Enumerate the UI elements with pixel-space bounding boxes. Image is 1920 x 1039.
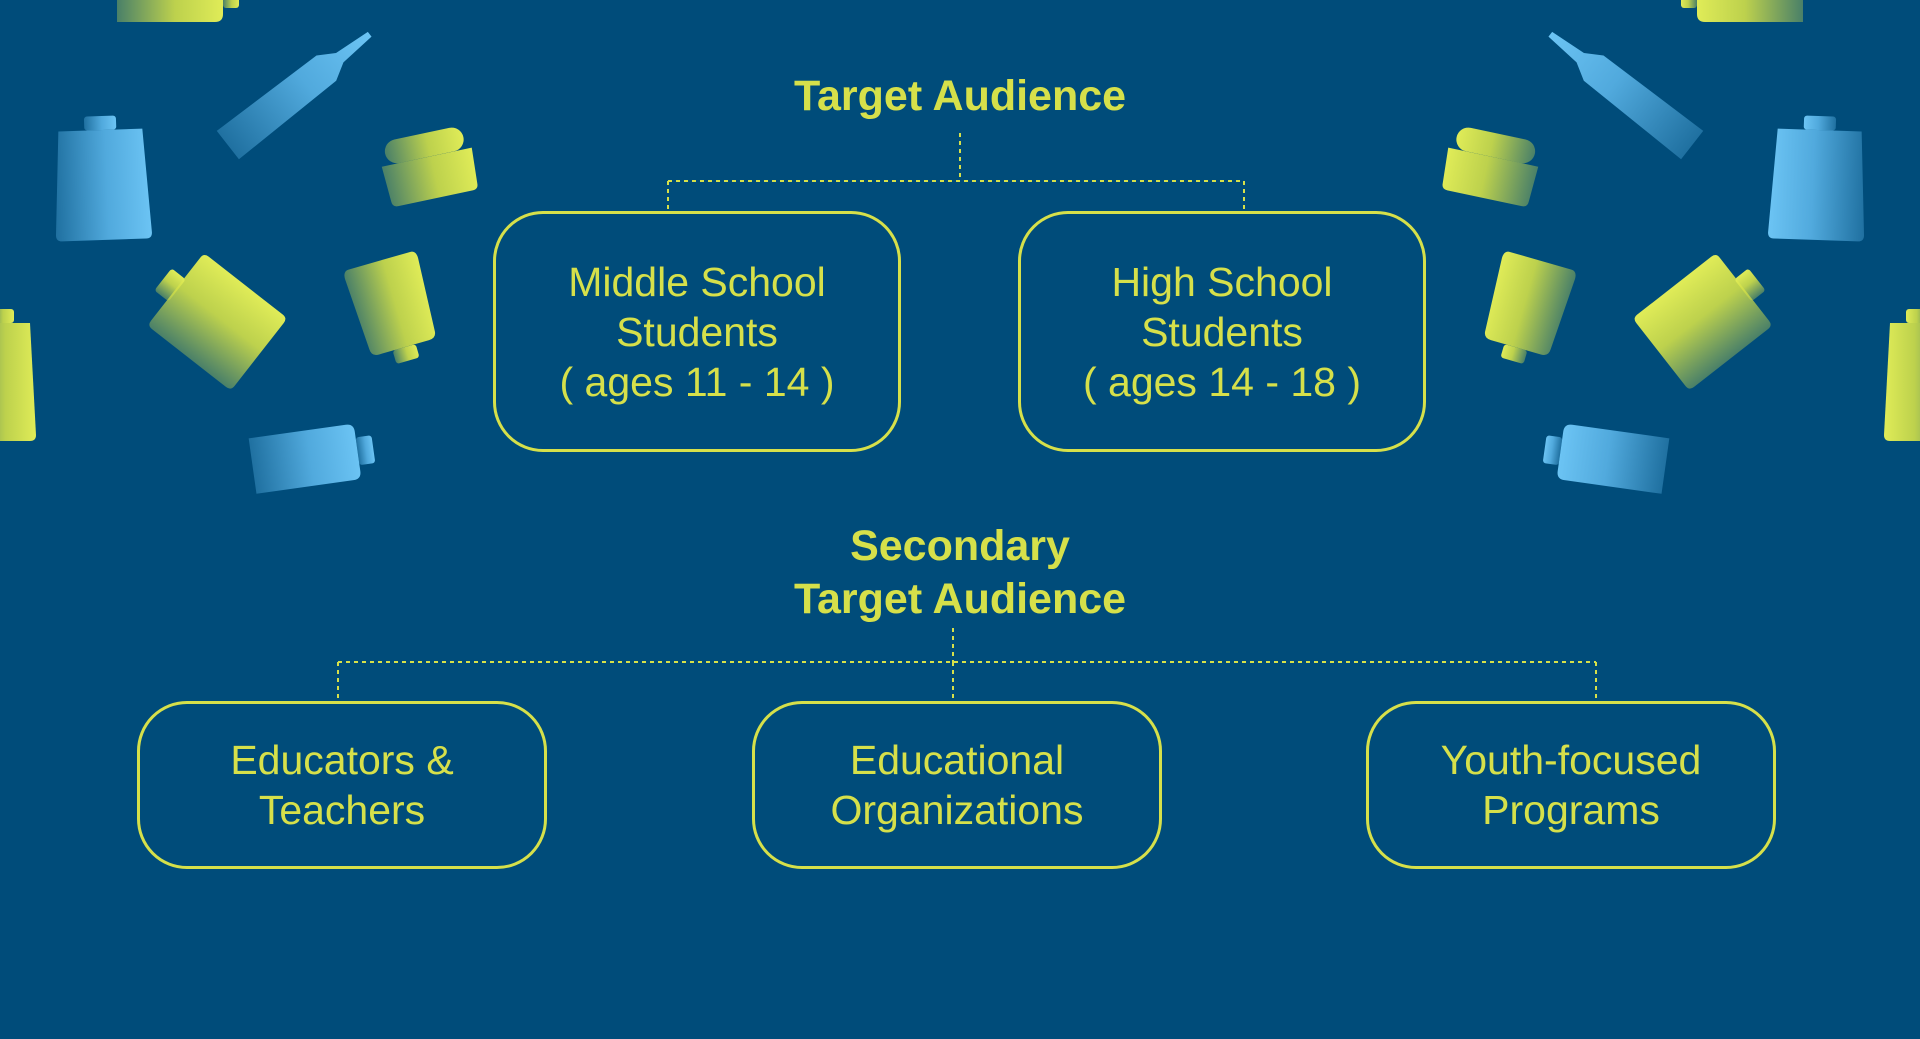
node-line: High School <box>1111 258 1333 305</box>
medicine-bottle-icon <box>1543 424 1670 494</box>
node-line: Organizations <box>830 787 1084 833</box>
flask-bottle-icon <box>55 115 152 242</box>
medicine-bottle-icon <box>248 424 375 494</box>
jar-icon <box>1442 127 1539 207</box>
bottle-icon <box>0 309 36 441</box>
node-line: ( ages 14 - 18 ) <box>1082 358 1362 405</box>
glue-tube-icon <box>216 31 372 160</box>
bottle-icon <box>1884 309 1920 441</box>
node-high-school: High School Students ( ages 14 - 18 ) <box>1018 211 1426 452</box>
medicine-bottle-icon <box>1681 0 1803 22</box>
glue-tube-icon <box>1548 31 1704 160</box>
node-line: Educators & <box>230 737 454 783</box>
node-line: Students <box>616 308 778 355</box>
node-line: Educational <box>849 737 1065 783</box>
node-line: Students <box>1141 308 1303 355</box>
jug-icon <box>1634 255 1771 389</box>
node-line: Youth-focused <box>1440 737 1702 783</box>
flask-bottle-icon <box>1768 115 1865 242</box>
node-youth-programs: Youth-focused Programs <box>1366 701 1776 869</box>
node-middle-school: Middle School Students ( ages 11 - 14 ) <box>493 211 901 452</box>
secondary-title: Secondary Target Audience <box>793 522 1127 623</box>
node-line: Teachers <box>258 787 426 833</box>
node-line: Middle School <box>568 258 826 305</box>
medicine-bottle-icon <box>117 0 239 22</box>
sports-bottle-icon <box>344 251 436 364</box>
sports-bottle-icon <box>1484 251 1576 364</box>
primary-title: Target Audience <box>793 72 1127 120</box>
jug-icon <box>149 255 286 389</box>
jar-icon <box>381 127 478 207</box>
node-line: ( ages 11 - 14 ) <box>559 358 835 405</box>
node-educators: Educators & Teachers <box>137 701 547 869</box>
node-organizations: Educational Organizations <box>752 701 1162 869</box>
node-line: Programs <box>1482 787 1660 833</box>
